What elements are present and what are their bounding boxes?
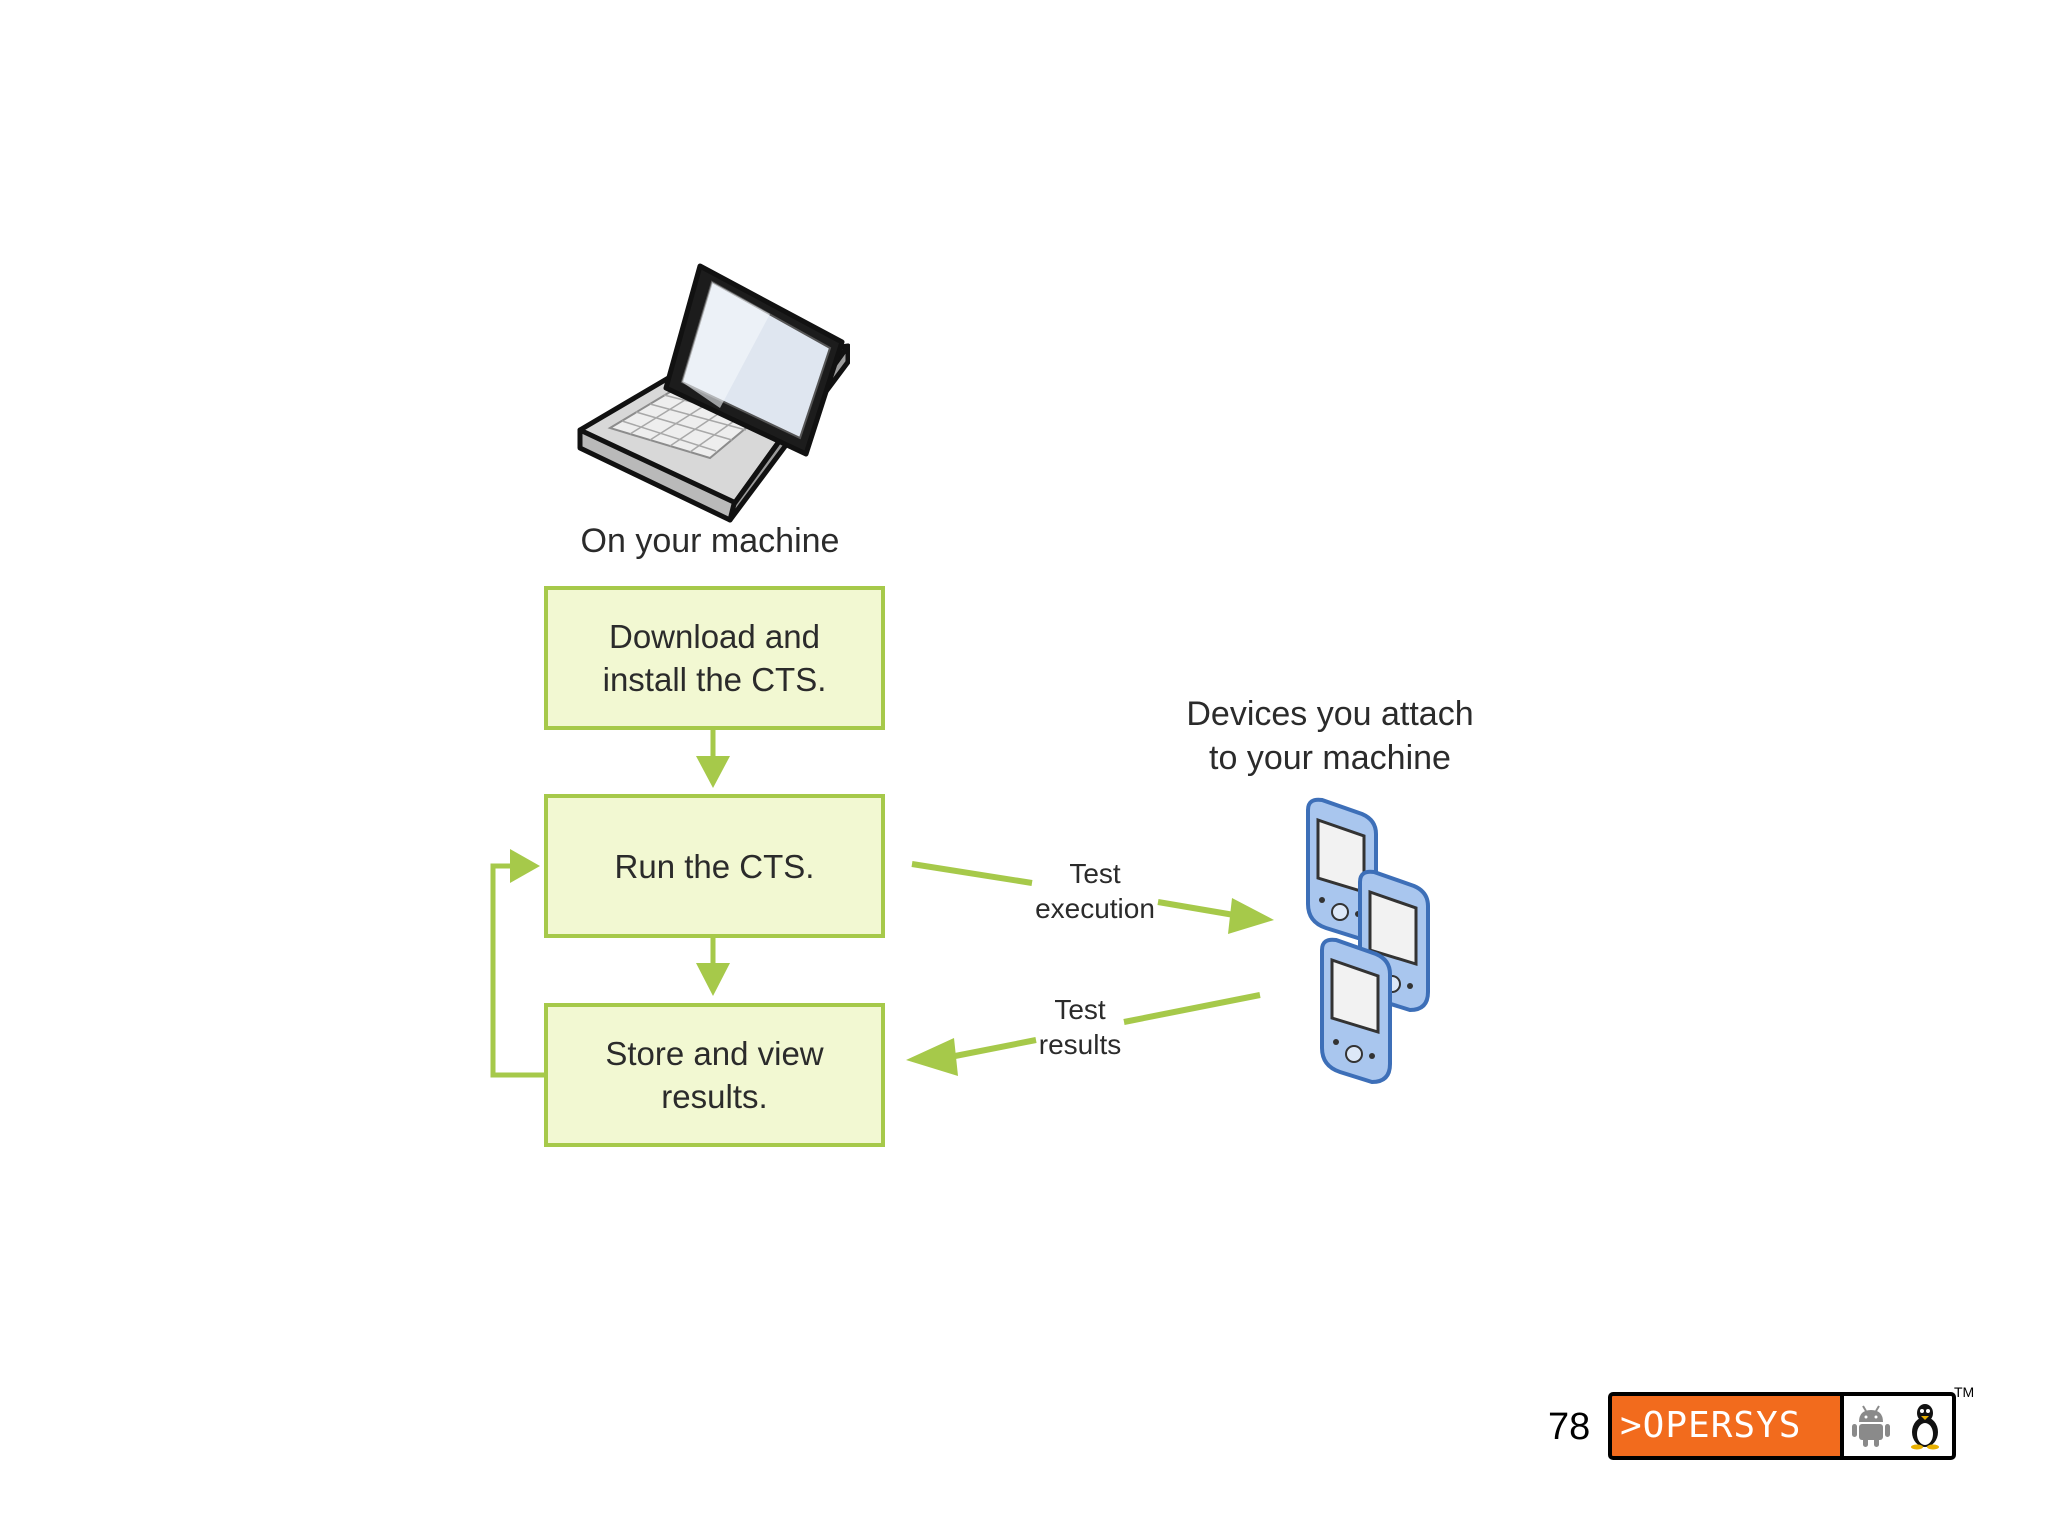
logo-text: >OPERSYS xyxy=(1612,1396,1840,1456)
logo-icons xyxy=(1844,1396,1952,1456)
devices-caption-line: Devices you attach xyxy=(1186,695,1474,733)
test-execution-label: Test execution xyxy=(1020,856,1170,926)
arrow-loop-back xyxy=(490,849,544,1078)
step-box-run: Run the CTS. xyxy=(544,794,885,938)
android-icon xyxy=(1852,1405,1890,1447)
step-text-download: Download and install the CTS. xyxy=(603,615,827,701)
opersys-logo: >OPERSYS xyxy=(1608,1392,1956,1460)
label-line: Test xyxy=(1069,858,1121,889)
step-line: install the CTS. xyxy=(602,661,827,698)
devices-caption: Devices you attach to your machine xyxy=(1150,692,1510,780)
arrow-test-results xyxy=(906,992,1261,1076)
label-line: results xyxy=(1038,1029,1122,1060)
mobile-devices-icon xyxy=(1306,797,1430,1085)
label-line: Test xyxy=(1054,994,1106,1025)
arrow-download-to-run xyxy=(696,730,730,788)
step-text-run: Run the CTS. xyxy=(615,845,815,888)
devices-caption-line: to your machine xyxy=(1209,739,1451,777)
trademark-mark: TM xyxy=(1954,1384,1975,1400)
step-line: results. xyxy=(661,1078,768,1115)
step-line: Download and xyxy=(609,618,820,655)
tux-penguin-icon xyxy=(1911,1404,1939,1450)
step-text-store: Store and view results. xyxy=(605,1032,823,1118)
step-line: Store and view xyxy=(605,1035,824,1072)
laptop-caption: On your machine xyxy=(580,522,840,560)
step-box-download: Download and install the CTS. xyxy=(544,586,885,730)
laptop-icon xyxy=(577,263,850,523)
page-number: 78 xyxy=(1548,1406,1591,1448)
device-front xyxy=(1320,937,1392,1085)
step-line: Run the CTS. xyxy=(614,847,815,885)
label-line: execution xyxy=(1035,893,1155,924)
step-box-store: Store and view results. xyxy=(544,1003,885,1147)
arrow-run-to-store xyxy=(696,938,730,996)
arrow-test-execution xyxy=(911,861,1274,934)
test-results-label: Test results xyxy=(1020,992,1140,1062)
